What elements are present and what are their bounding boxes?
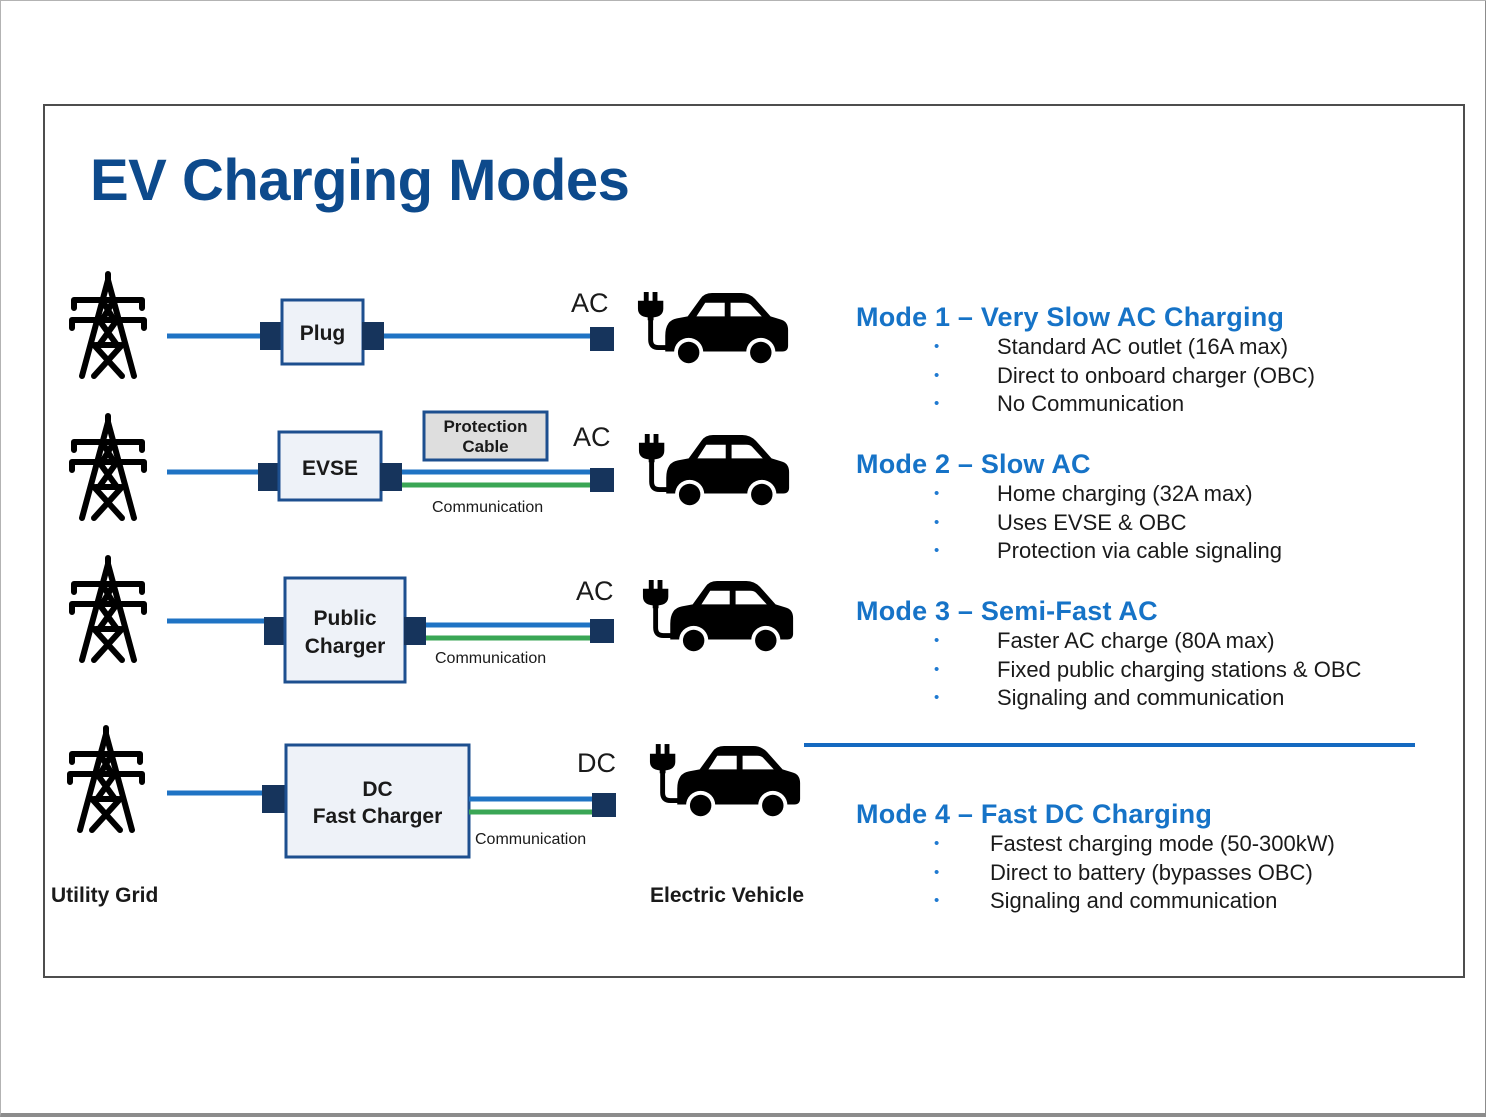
list-item: • Signaling and communication [934,684,1361,713]
current-type-label: AC [573,422,611,452]
connector [262,785,286,813]
power-tower-icon [70,728,142,830]
bullet-icon: • [934,892,940,909]
mode-1-row: Plug AC [72,274,788,376]
current-type-label: AC [576,576,614,606]
list-item: • Direct to battery (bypasses OBC) [934,859,1335,888]
mode-1-bullets: • Standard AC outlet (16A max) • Direct to… [934,333,1315,419]
electric-car-icon [643,579,793,655]
mode-2-bullets: • Home charging (32A max) • Uses EVSE & OB… [934,480,1282,566]
bullet-text: Fastest charging mode (50-300kW) [990,831,1335,856]
public-charger-box [283,576,407,684]
bullet-text: Uses EVSE & OBC [997,509,1187,535]
vehicle-inlet [590,619,614,643]
section-divider [804,743,1415,747]
bullet-text: Direct to battery (bypasses OBC) [990,859,1313,885]
list-item: • Faster AC charge (80A max) [934,627,1361,656]
bullet-icon: • [934,485,940,502]
power-tower-icon [72,558,144,660]
mode-2-description: Mode 2 – Slow AC • Home charging (32A max… [856,449,1282,566]
bullet-text: Fixed public charging stations & OBC [997,656,1362,682]
electric-car-icon [638,291,788,367]
connector [404,617,426,645]
bullet-icon: • [934,395,940,412]
list-item: • No Communication [934,390,1315,419]
bullet-icon: • [934,835,940,852]
power-tower-icon [72,416,144,518]
list-item: • Standard AC outlet (16A max) [934,333,1315,362]
bullet-text: Standard AC outlet (16A max) [997,334,1289,359]
plug-box [280,298,365,366]
page-title: EV Charging Modes [90,148,630,213]
list-item: • Uses EVSE & OBC [934,509,1282,538]
protection-label-line-1: Protection [443,417,527,436]
protection-label-line-2: Cable [462,437,508,456]
dc-charger-label-line-2: Fast Charger [313,805,443,828]
evse-label: EVSE [302,457,358,480]
communication-label: Communication [435,650,546,667]
mode-2-title: Mode 2 – Slow AC [856,449,1091,479]
communication-label: Communication [432,499,543,516]
mode-4-title: Mode 4 – Fast DC Charging [856,799,1213,829]
vehicle-inlet [592,793,616,817]
mode-4-description: Mode 4 – Fast DC Charging • Fastest charg… [856,799,1335,916]
bullet-text: Signaling and communication [990,888,1278,913]
dc-charger-label-line-1: DC [362,778,392,801]
current-type-label: DC [577,748,616,778]
list-item: • Home charging (32A max) [934,480,1282,509]
connector [362,322,384,350]
bullet-icon: • [934,366,940,384]
connector [260,322,282,350]
current-type-label: AC [571,288,609,318]
vehicle-inlet [590,327,614,351]
bullet-text: Home charging (32A max) [997,481,1253,506]
power-tower-icon [72,274,144,376]
bullet-icon: • [934,513,940,531]
public-charger-label-line-2: Charger [305,635,386,658]
bullet-icon: • [934,632,940,649]
dc-fast-charger-box [284,743,471,859]
communication-label: Communication [475,831,586,848]
bullet-icon: • [934,863,940,881]
electric-car-icon [650,744,800,820]
public-charger-label-line-1: Public [313,607,376,630]
mode-3-row: Public Charger Communication AC [72,558,793,684]
list-item: • Protection via cable signaling [934,537,1282,566]
list-item: • Fastest charging mode (50-300kW) [934,830,1335,859]
list-item: • Fixed public charging stations & OBC [934,656,1362,685]
bullet-text: Faster AC charge (80A max) [997,628,1275,653]
bullet-icon: • [934,660,940,678]
connector [258,463,280,491]
protection-cable-box [422,410,549,462]
bullet-icon: • [934,689,940,706]
bullet-text: Signaling and communication [997,685,1285,710]
mode-1-title: Mode 1 – Very Slow AC Charging [856,302,1285,332]
mode-3-description: Mode 3 – Semi-Fast AC • Faster AC charge … [856,596,1361,713]
list-item: • Signaling and communication [934,887,1335,916]
mode-4-row: DC Fast Charger Communication DC [70,728,800,859]
electric-vehicle-label: Electric Vehicle [650,884,805,907]
mode-2-row: EVSE Protection Cable Communication AC [72,410,789,518]
utility-grid-label: Utility Grid [51,884,159,907]
list-item: • Direct to onboard charger (OBC) [934,362,1315,391]
connector [380,463,402,491]
vehicle-inlet [590,468,614,492]
electric-car-icon [639,433,789,509]
evse-box [277,430,383,502]
mode-4-bullets: • Fastest charging mode (50-300kW) • Direc… [934,830,1335,916]
mode-1-description: Mode 1 – Very Slow AC Charging • Standard… [856,302,1315,419]
mode-3-title: Mode 3 – Semi-Fast AC [856,596,1158,626]
bullet-text: Direct to onboard charger (OBC) [997,362,1315,388]
bullet-icon: • [934,542,940,559]
plug-label: Plug [300,322,346,345]
bullet-icon: • [934,338,940,355]
connector [264,617,286,645]
bullet-text: Protection via cable signaling [997,538,1282,563]
bullet-text: No Communication [997,391,1185,416]
mode-3-bullets: • Faster AC charge (80A max) • Fixed publi… [934,627,1362,713]
slide [43,104,1465,978]
